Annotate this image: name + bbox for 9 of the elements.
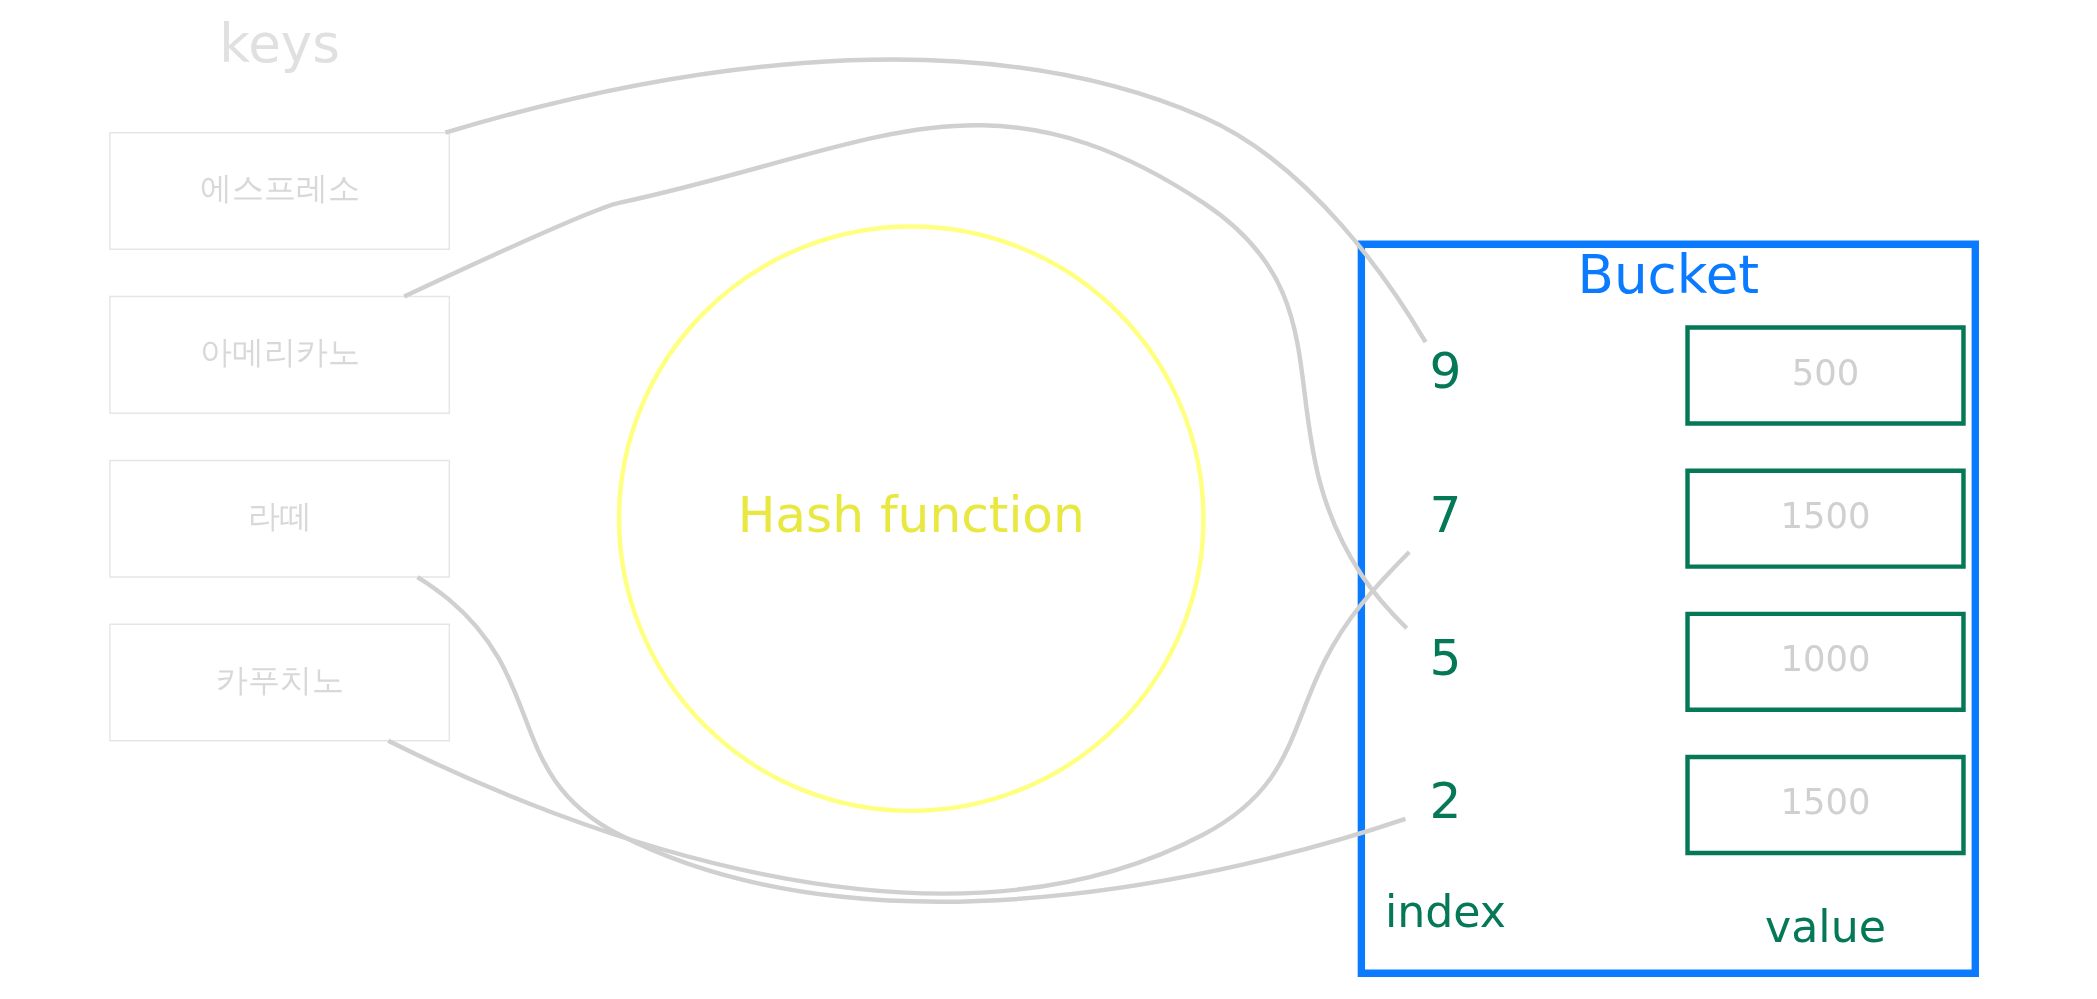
connector (403, 123, 1409, 630)
node-text: 5 (1429, 627, 1462, 687)
label: index (1384, 885, 1507, 937)
node-text: 2 (1429, 770, 1462, 830)
node-text: 7 (1429, 484, 1462, 544)
label: value (1765, 900, 1886, 952)
connector (444, 57, 1428, 344)
node-text: 9 (1429, 341, 1462, 401)
node-circle: Hash function (616, 224, 1206, 814)
